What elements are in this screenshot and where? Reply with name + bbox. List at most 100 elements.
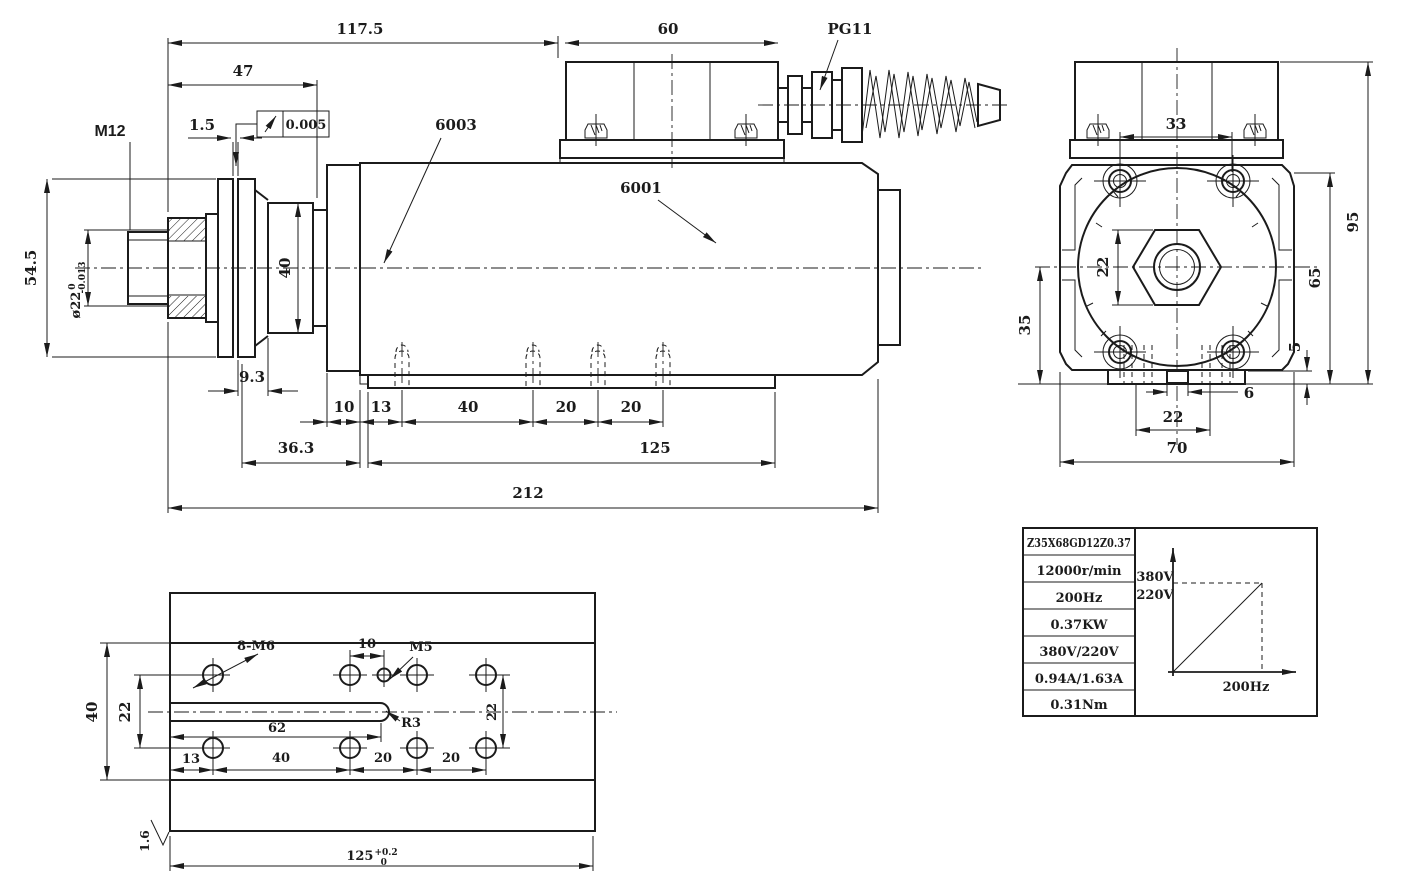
thread-callout: M12	[94, 123, 125, 140]
svg-text:13: 13	[371, 398, 392, 416]
spec-panel: Z35X68GD12Z0.37 12000r/min 200Hz 0.37KW …	[1022, 527, 1318, 717]
mount-bolt-boss	[1206, 154, 1260, 208]
dim-62: 62	[170, 721, 382, 742]
svg-text:9.3: 9.3	[239, 368, 265, 386]
svg-text:62: 62	[268, 721, 286, 736]
dim-40-width: 40	[83, 642, 172, 781]
svg-text:65: 65	[1306, 268, 1324, 289]
mount-hole	[399, 657, 435, 693]
svg-text:ø220-0.013: ø220-0.013	[68, 262, 88, 319]
dim-65: 65	[1294, 172, 1335, 384]
runout-tolerance: 0.005	[286, 118, 327, 133]
dim-70: 70	[1059, 372, 1295, 467]
dim-35: 35	[1016, 267, 1043, 384]
svg-text:40: 40	[458, 398, 479, 416]
svg-text:20: 20	[442, 751, 460, 766]
dim-screw-pitch: 10 13 40 20 20	[300, 373, 664, 427]
svg-text:40: 40	[83, 702, 101, 723]
svg-text:M5: M5	[409, 640, 432, 655]
dim-5: 5	[1248, 342, 1312, 405]
dim-212: 212	[167, 322, 879, 513]
svg-text:R3: R3	[401, 716, 421, 731]
dim-6-key: 6	[1146, 384, 1254, 402]
gland-callout: PG11	[828, 20, 873, 38]
cover-screw	[584, 113, 608, 147]
svg-text:22: 22	[1163, 408, 1184, 426]
base-screw-hidden	[394, 341, 410, 387]
vf-chart: 380V 220V 200Hz	[1136, 548, 1296, 695]
spec-frequency: 200Hz	[1056, 591, 1103, 606]
x-tick-200hz: 200Hz	[1223, 680, 1270, 695]
svg-text:54.5: 54.5	[22, 250, 40, 287]
dim-9-3: 9.3	[208, 338, 298, 396]
rear-bearing-callout: 6001	[620, 179, 662, 197]
mounting-base	[359, 341, 776, 389]
finish-icon	[150, 819, 170, 847]
spiral-hose	[861, 69, 976, 139]
front-bearing-callout: 6003	[435, 116, 477, 134]
svg-text:40: 40	[272, 751, 290, 766]
spec-torque: 0.31Nm	[1050, 698, 1108, 713]
callout-m5: M5	[389, 640, 433, 680]
y-tick-380: 380V	[1136, 570, 1174, 585]
dim-22-rows: 22	[485, 674, 510, 749]
svg-text:35: 35	[1016, 315, 1034, 336]
dim-plan-10: 10	[349, 637, 385, 665]
svg-text:20: 20	[621, 398, 642, 416]
side-body	[1059, 154, 1295, 379]
spec-speed: 12000r/min	[1037, 564, 1123, 579]
dim-117-5: 117.5	[167, 20, 559, 212]
dim-dia22: ø220-0.013	[68, 229, 170, 319]
base-screw-hidden	[590, 341, 606, 387]
svg-text:70: 70	[1167, 439, 1188, 457]
svg-text:212: 212	[512, 484, 543, 502]
spec-power: 0.37KW	[1050, 618, 1107, 633]
side-terminal-box	[1069, 61, 1284, 159]
dim-22-base: 22	[1135, 384, 1211, 436]
svg-text:10: 10	[358, 637, 376, 652]
svg-text:13: 13	[182, 752, 200, 767]
dim-1-5: 1.5	[188, 116, 262, 176]
svg-text:125: 125	[639, 439, 670, 457]
runout-icon	[264, 115, 277, 133]
svg-text:22: 22	[1094, 257, 1112, 278]
cover-screw	[1243, 113, 1267, 147]
key-tab	[1166, 370, 1189, 384]
callout-8m6: 8-M6	[192, 639, 275, 689]
spec-current: 0.94A/1.63A	[1035, 672, 1124, 687]
dim-47: 47	[168, 62, 318, 198]
blade-flanges	[217, 178, 328, 358]
vf-line	[1172, 582, 1263, 673]
dim-60: 60	[565, 20, 778, 46]
terminal-box	[559, 54, 785, 168]
cover-screw	[734, 113, 758, 147]
mount-hole	[195, 657, 231, 693]
cover-screw	[1086, 113, 1110, 147]
svg-text:125+0.20: 125+0.20	[346, 848, 397, 868]
svg-text:47: 47	[233, 62, 254, 80]
mount-hole	[332, 657, 368, 693]
tap-hole-m5	[371, 662, 397, 688]
svg-text:36.3: 36.3	[278, 439, 315, 457]
cable-gland	[758, 67, 1010, 143]
dim-36-3: 36.3	[241, 364, 361, 468]
hose-end	[977, 82, 1001, 128]
shaft-thread-end	[127, 231, 168, 305]
spec-voltage: 380V/220V	[1039, 645, 1119, 660]
svg-text:6: 6	[1244, 384, 1254, 402]
dim-125: 125	[367, 392, 776, 468]
dim-33: 33	[1119, 115, 1233, 172]
svg-text:60: 60	[658, 20, 679, 38]
runout-frame: 0.005	[233, 110, 330, 166]
mount-hole	[468, 730, 504, 766]
rear-cap	[877, 189, 901, 346]
mount-hole	[468, 657, 504, 693]
svg-text:20: 20	[374, 751, 392, 766]
dim-40-collar: 40	[276, 203, 301, 333]
svg-text:10: 10	[334, 398, 355, 416]
svg-text:95: 95	[1344, 212, 1362, 233]
dim-22-left: 22	[116, 674, 200, 749]
svg-text:22: 22	[116, 702, 134, 723]
